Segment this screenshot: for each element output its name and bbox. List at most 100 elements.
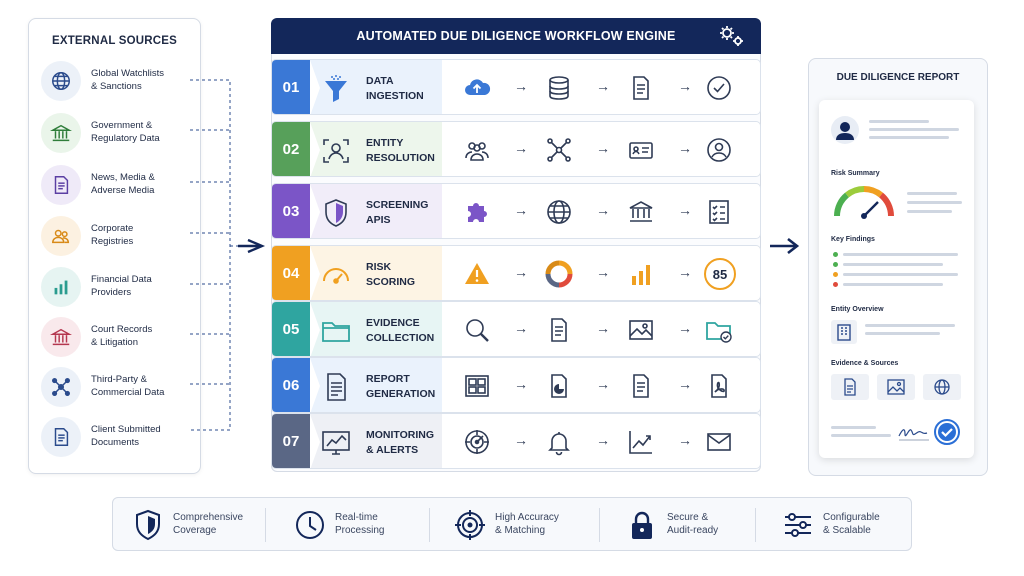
engine-header: AUTOMATED DUE DILIGENCE WORKFLOW ENGINE: [271, 18, 761, 54]
external-sources-title: EXTERNAL SOURCES: [51, 35, 178, 47]
finding-dot: [833, 282, 838, 287]
source-label: Corporate Registries: [91, 223, 134, 247]
flow-arrow-icon: →: [596, 78, 610, 94]
source-item-client-docs[interactable]: Client Submitted Documents: [41, 417, 199, 457]
flow-arrow-icon: →: [596, 140, 610, 156]
source-label: Global Watchlists & Sanctions: [91, 68, 165, 92]
flow-arrow-icon: →: [514, 264, 528, 280]
features-bar: Comprehensive Coverage Real-time Process…: [112, 497, 912, 551]
feature-accuracy: High Accuracy & Matching: [453, 498, 603, 552]
sliders-icon: [785, 513, 811, 537]
verified-check-icon: [934, 419, 960, 445]
finding-line: [843, 263, 943, 266]
finding-dot: [833, 262, 838, 267]
source-label: News, Media & Adverse Media: [91, 172, 155, 196]
flow-arrow-icon: →: [596, 202, 610, 218]
source-item-watchlists[interactable]: Global Watchlists & Sanctions: [41, 61, 199, 101]
trend-chart-icon: [626, 427, 656, 457]
flow-arrow-icon: →: [514, 140, 528, 156]
source-item-financial[interactable]: Financial Data Providers: [41, 267, 199, 307]
feature-configurable: Configurable & Scalable: [781, 498, 911, 552]
people-group-icon: [462, 135, 492, 165]
source-item-court[interactable]: Court Records & Litigation: [41, 317, 199, 357]
feature-label: Configurable & Scalable: [823, 512, 880, 536]
report-document-icon: [320, 371, 352, 403]
speedometer-icon: [320, 259, 352, 291]
evidence-document-icon: [831, 374, 869, 400]
source-item-corporate[interactable]: Corporate Registries: [41, 216, 199, 256]
courthouse-icon: [41, 317, 81, 357]
feature-realtime: Real-time Processing: [293, 498, 443, 552]
step-label: ENTITY RESOLUTION: [366, 137, 435, 164]
government-building-icon: [41, 113, 81, 153]
risk-score-value: 85: [712, 266, 728, 282]
step-label: SCREENING APIS: [366, 199, 429, 226]
step-flow: →→→: [442, 414, 760, 468]
flow-arrow-icon: →: [596, 432, 610, 448]
document-icon: [626, 371, 656, 401]
flow-arrow-icon: →: [678, 202, 692, 218]
network-icon: [544, 135, 574, 165]
building-icon: [831, 320, 857, 344]
finding-line: [843, 283, 943, 286]
flow-arrow-icon: →: [596, 320, 610, 336]
magnifier-icon: [462, 315, 492, 345]
risk-gauge-icon: [833, 185, 895, 219]
source-item-news[interactable]: News, Media & Adverse Media: [41, 165, 199, 205]
news-document-icon: [41, 165, 81, 205]
feature-label: Real-time Processing: [335, 512, 385, 536]
feature-coverage: Comprehensive Coverage: [131, 498, 281, 552]
avatar: [831, 116, 859, 144]
step-flow: → → →: [442, 184, 760, 238]
step-number: 02: [272, 122, 320, 176]
flow-arrow-icon: →: [514, 432, 528, 448]
finding-dot: [833, 252, 838, 257]
evidence-sources-heading: Evidence & Sources: [831, 360, 899, 367]
mail-icon: [704, 427, 734, 457]
pdf-icon: [704, 371, 734, 401]
step-label: EVIDENCE COLLECTION: [366, 317, 435, 344]
step-number: 04: [272, 246, 320, 300]
government-building-icon: [626, 197, 656, 227]
image-icon: [626, 315, 656, 345]
monitor-chart-icon: [320, 427, 352, 459]
network-icon: [41, 367, 81, 407]
feature-label: Secure & Audit-ready: [667, 512, 719, 536]
source-label: Third-Party & Commercial Data: [91, 374, 165, 398]
user-circle-icon: [704, 135, 734, 165]
key-findings-heading: Key Findings: [831, 236, 875, 243]
globe-icon: [544, 197, 574, 227]
source-item-third-party[interactable]: Third-Party & Commercial Data: [41, 367, 199, 407]
people-icon: [41, 216, 81, 256]
dashboard-icon: [462, 371, 492, 401]
step-number: 03: [272, 184, 320, 238]
flow-arrow-icon: →: [596, 264, 610, 280]
workflow-step-screening[interactable]: 03 SCREENING APIS → → →: [271, 183, 761, 239]
step-number: 07: [272, 414, 320, 468]
report-card[interactable]: Risk Summary Key Findings Entity Overvie…: [819, 100, 974, 458]
check-circle-icon: [704, 73, 734, 103]
source-item-government[interactable]: Government & Regulatory Data: [41, 113, 199, 153]
signature-icon: [898, 429, 929, 441]
document-pie-icon: [544, 371, 574, 401]
step-flow: →→→: [442, 358, 760, 412]
shield-icon: [136, 509, 160, 541]
step-label: RISK SCORING: [366, 261, 416, 288]
source-label: Court Records & Litigation: [91, 324, 153, 348]
flow-arrow-icon: →: [514, 202, 528, 218]
face-scan-icon: [320, 135, 352, 167]
step-label: MONITORING & ALERTS: [366, 429, 435, 456]
folder-icon: [320, 315, 352, 347]
shield-icon: [320, 197, 352, 229]
puzzle-icon: [462, 197, 492, 227]
score-circle: 85: [704, 258, 736, 290]
gears-icon: [720, 26, 743, 46]
step-label: DATA INGESTION: [366, 75, 424, 102]
checklist-icon: [704, 197, 734, 227]
